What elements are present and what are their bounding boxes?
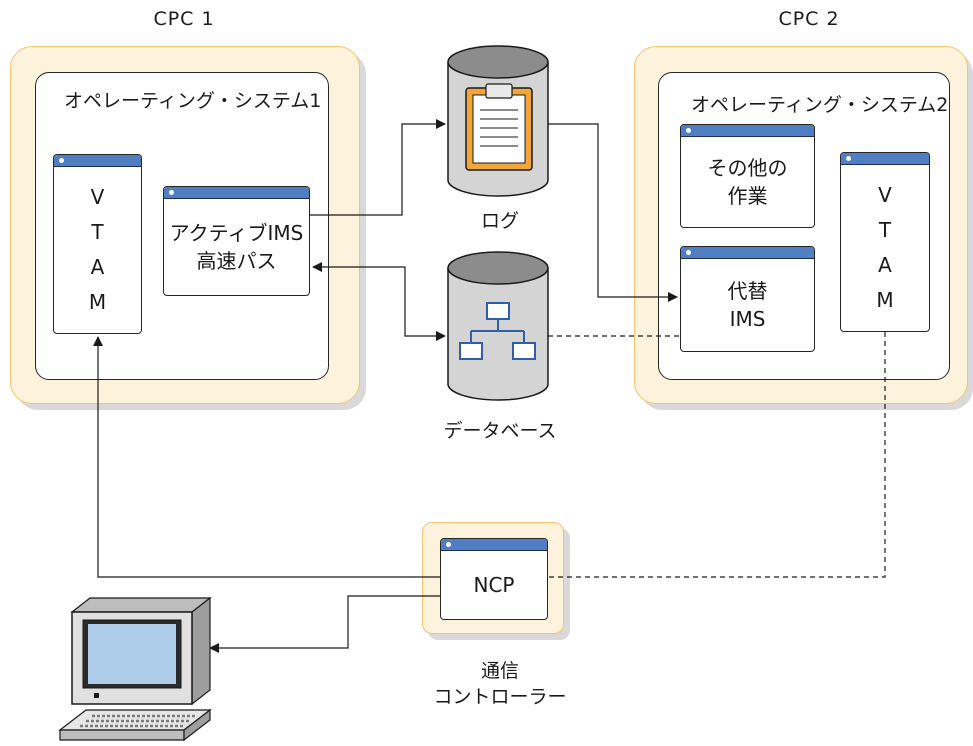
title-bar: [681, 125, 814, 137]
vtam-letter: T: [91, 219, 104, 244]
cpc2-os-title: オペレーティング・システム2: [691, 94, 949, 116]
active-ims-window: アクティブIMS 高速パス: [163, 186, 310, 296]
vtam-letter: T: [878, 217, 892, 242]
cpc2-vtam-window: V T A M: [840, 152, 930, 332]
terminal-icon: [58, 596, 212, 742]
ims-database-line: [312, 262, 446, 341]
cpc1-label: CPC 1: [153, 8, 215, 30]
ims-to-log-line: [310, 119, 446, 216]
window-dot-icon: [686, 128, 691, 133]
vtam-letter: M: [88, 289, 107, 314]
active-ims-line1: アクティブIMS: [169, 220, 304, 245]
window-dot-icon: [686, 250, 691, 255]
log-label: ログ: [480, 210, 519, 232]
controller-label-line1: 通信: [480, 660, 519, 682]
ncp-window: NCP: [440, 538, 548, 620]
alternate-ims-window: 代替 IMS: [680, 246, 815, 352]
alternate-ims-line1: 代替: [727, 278, 768, 303]
vtam-letter: V: [878, 182, 892, 207]
title-bar: [164, 187, 309, 199]
alternate-ims-line2: IMS: [729, 306, 766, 331]
ncp-to-vtam1-line: [93, 336, 440, 578]
database-label: データベース: [443, 420, 557, 442]
cpc1-os-title: オペレーティング・システム1: [64, 90, 322, 112]
vtam-letter: V: [90, 184, 105, 209]
cpc1-vtam-window: V T A M: [53, 154, 142, 334]
title-bar: [841, 153, 929, 165]
title-bar: [54, 155, 141, 167]
log-cylinder-icon: [447, 45, 549, 197]
vtam2-ncp-dashed-line: [548, 332, 886, 578]
other-work-window: その他の 作業: [680, 124, 815, 228]
database-cylinder-icon: [447, 251, 549, 401]
log-to-alternate-ims-line: [548, 123, 678, 302]
cpc2-label: CPC 2: [778, 8, 840, 30]
title-bar: [681, 247, 814, 259]
ncp-label: NCP: [473, 572, 515, 597]
vtam-letter: A: [90, 254, 105, 279]
vtam-letter: A: [878, 252, 892, 277]
title-bar: [441, 539, 547, 551]
window-dot-icon: [446, 542, 451, 547]
controller-label-line2: コントローラー: [433, 686, 567, 708]
other-work-line1: その他の: [707, 155, 788, 180]
window-dot-icon: [169, 190, 174, 195]
window-dot-icon: [59, 158, 64, 163]
vtam-letter: M: [876, 287, 894, 312]
active-ims-line2: 高速パス: [196, 248, 277, 273]
window-dot-icon: [846, 156, 851, 161]
ncp-to-terminal-line: [209, 595, 440, 653]
other-work-line2: 作業: [727, 183, 768, 208]
